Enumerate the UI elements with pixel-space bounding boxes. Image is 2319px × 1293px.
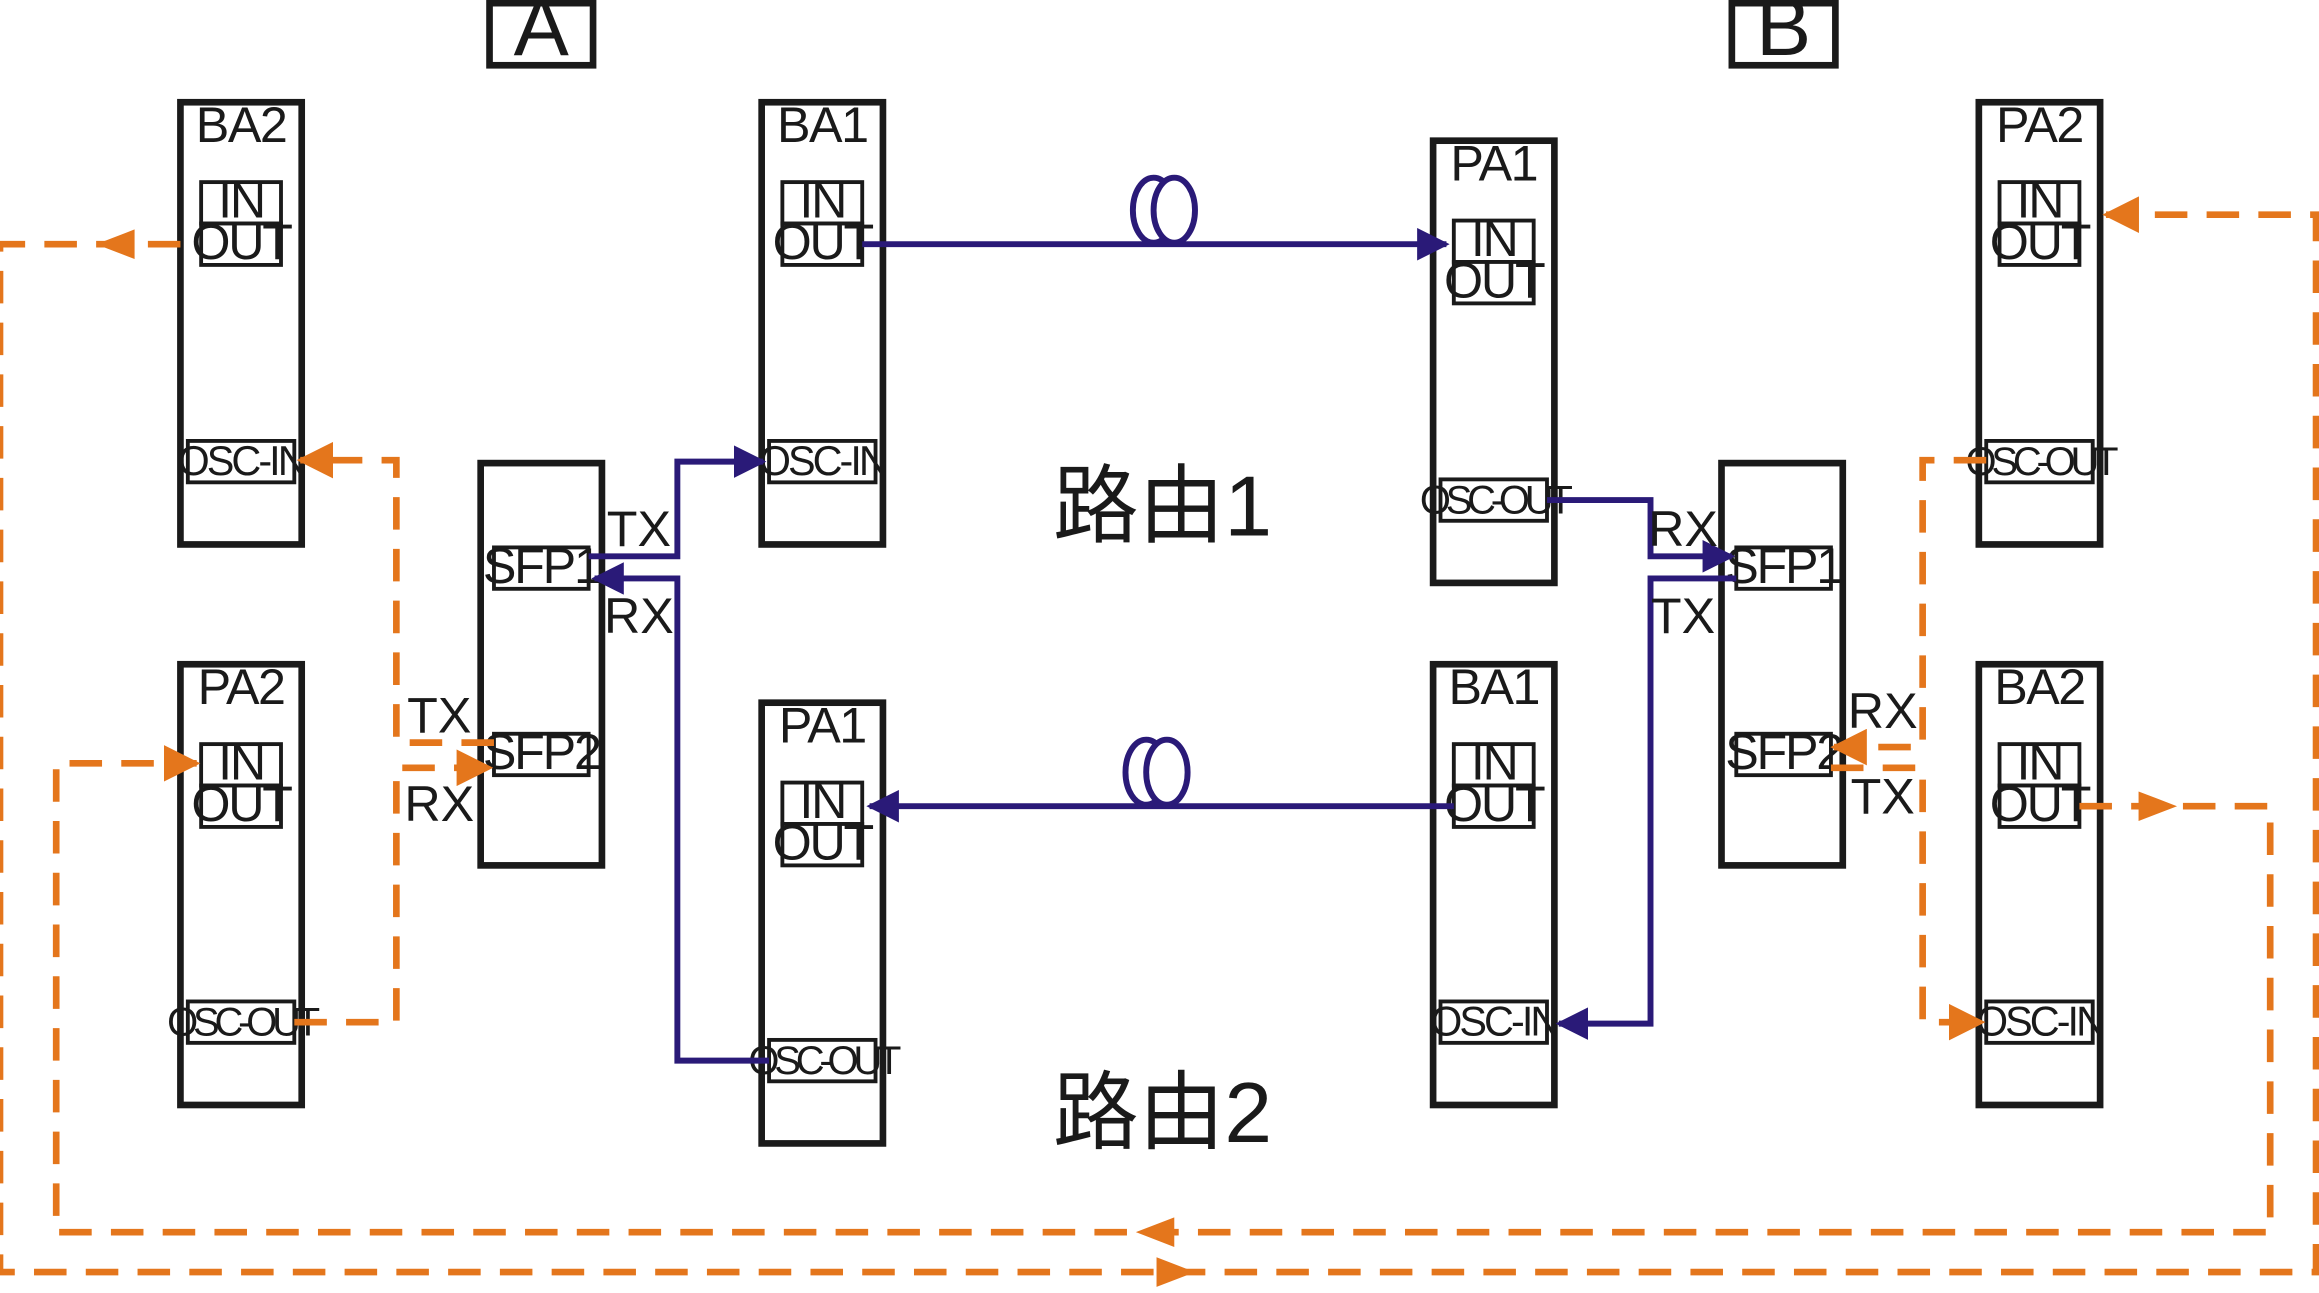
site-b-sfp-module: SFP1 SFP2 [1718, 459, 1847, 869]
site-a-sfp1-tx-label: TX [607, 500, 671, 557]
site-b-sfp2-rx-label: RX [1848, 682, 1918, 739]
svg-text:PA2: PA2 [198, 658, 285, 715]
sfp1-port [1734, 545, 1833, 591]
in-port [1451, 742, 1536, 788]
osc-in-port [185, 439, 297, 485]
out-port [199, 783, 283, 829]
out-port [1451, 260, 1536, 306]
route-1-fiber-spool-icon [1129, 174, 1198, 246]
osc-out-port [185, 999, 297, 1045]
site-a-sfp1-tx-link [588, 445, 767, 560]
site-a-sfp2-tx-link [296, 441, 494, 746]
svg-text:OUT: OUT [191, 775, 292, 832]
site-b-ba1-module: BA1 IN OUT OSC-IN [1429, 658, 1560, 1109]
svg-text:BA1: BA1 [1448, 658, 1539, 715]
osc-in-port [1984, 999, 2095, 1045]
svg-text:BA1: BA1 [777, 96, 868, 153]
osc-in-port [1438, 999, 1549, 1045]
site-b-sfp2-tx-link [1830, 764, 1986, 1041]
osc-loop-a-ba2-to-b-pa2 [0, 196, 2319, 1276]
svg-text:SFP2: SFP2 [1725, 723, 1842, 780]
site-b-pa2-module: PA2 IN OUT OSC-OUT [1966, 96, 2123, 548]
site-a-sfp2-rx-link [294, 749, 494, 1026]
svg-text:SFP1: SFP1 [483, 537, 600, 594]
out-port [780, 221, 865, 267]
svg-text:OUT: OUT [1444, 775, 1545, 832]
svg-text:OUT: OUT [191, 213, 292, 270]
svg-text:IN: IN [218, 734, 264, 791]
svg-text:IN: IN [799, 772, 845, 829]
svg-text:OSC-IN: OSC-IN [1430, 998, 1557, 1044]
svg-text:OUT: OUT [773, 813, 874, 870]
site-a-pa2-module: PA2 IN OUT OSC-OUT [167, 658, 325, 1109]
svg-text:IN: IN [2017, 172, 2063, 229]
in-port [1997, 180, 2082, 226]
svg-text:PA2: PA2 [1996, 96, 2083, 153]
site-a-label: A [486, 0, 597, 73]
svg-text:OUT: OUT [1990, 213, 2091, 270]
site-b-sfp1-tx-label: TX [1651, 587, 1715, 644]
svg-text:IN: IN [2017, 734, 2063, 791]
route-2-fiber-spool-icon [1122, 736, 1191, 808]
in-port [199, 180, 283, 226]
svg-text:BA2: BA2 [196, 96, 287, 153]
osc-direction-arrow-icon [96, 229, 135, 260]
in-port [1451, 218, 1536, 264]
site-b-label: B [1728, 0, 1839, 73]
svg-text:OUT: OUT [773, 213, 874, 270]
osc-direction-arrow-icon [1135, 1217, 1175, 1247]
svg-text:A: A [514, 0, 570, 73]
svg-text:OSC-OUT: OSC-OUT [1966, 440, 2119, 484]
site-a-sfp1-rx-link [591, 562, 770, 1064]
svg-text:IN: IN [799, 172, 845, 229]
site-b-sfp2-rx-link [1830, 456, 1987, 766]
site-b-sfp2-tx-label: TX [1851, 768, 1915, 825]
sfp1-port [492, 545, 591, 591]
osc-direction-arrow-icon [1156, 1257, 1195, 1287]
in-port [1997, 742, 2082, 788]
site-b-sfp1-rx-link [1546, 497, 1736, 573]
site-b-ba2-module: BA2 IN OUT OSC-IN [1975, 658, 2106, 1109]
site-a-pa1-module: PA1 IN OUT OSC-OUT [748, 697, 906, 1147]
out-port [780, 822, 865, 868]
svg-text:IN: IN [1471, 210, 1517, 267]
site-a-ba1-module: BA1 IN OUT OSC-IN [758, 96, 889, 548]
site-a-sfp1-rx-label: RX [604, 587, 674, 644]
svg-text:BA2: BA2 [1994, 658, 2085, 715]
svg-text:OSC-IN: OSC-IN [177, 438, 304, 484]
site-a-ba2-module: BA2 IN OUT OSC-IN [177, 96, 308, 548]
svg-text:PA1: PA1 [779, 697, 866, 754]
svg-text:SFP2: SFP2 [483, 723, 600, 780]
svg-text:OSC-OUT: OSC-OUT [748, 1039, 901, 1083]
site-b-sfp1-tx-link [1555, 575, 1737, 1040]
out-port [199, 221, 283, 267]
svg-text:B: B [1756, 0, 1811, 73]
svg-text:IN: IN [1471, 734, 1517, 791]
svg-text:PA1: PA1 [1450, 135, 1537, 192]
site-a-sfp-module: SFP1 SFP2 [477, 459, 606, 869]
osc-in-port [767, 439, 878, 485]
svg-text:OSC-IN: OSC-IN [1976, 998, 2103, 1044]
sfp2-port [492, 731, 591, 778]
site-a-sfp2-tx-label: TX [407, 686, 471, 743]
svg-text:SFP1: SFP1 [1725, 537, 1842, 594]
site-b-sfp1-rx-label: RX [1648, 500, 1718, 557]
site-a-sfp2-rx-label: RX [404, 775, 474, 832]
in-port [199, 742, 283, 788]
out-port [1451, 783, 1536, 829]
svg-text:IN: IN [218, 172, 264, 229]
osc-loop-b-ba2-to-a-pa2 [52, 745, 2274, 1236]
svg-text:OUT: OUT [1444, 251, 1545, 308]
svg-text:OSC-IN: OSC-IN [759, 438, 886, 484]
route-2-label: 路由2 [1053, 1065, 1272, 1161]
svg-text:OUT: OUT [1990, 775, 2091, 832]
route-1-label: 路由1 [1053, 459, 1272, 555]
in-port [780, 180, 865, 226]
out-port [1997, 221, 2082, 267]
osc-direction-arrow-icon [2138, 791, 2178, 822]
site-b-pa1-module: PA1 IN OUT OSC-OUT [1420, 135, 1578, 587]
